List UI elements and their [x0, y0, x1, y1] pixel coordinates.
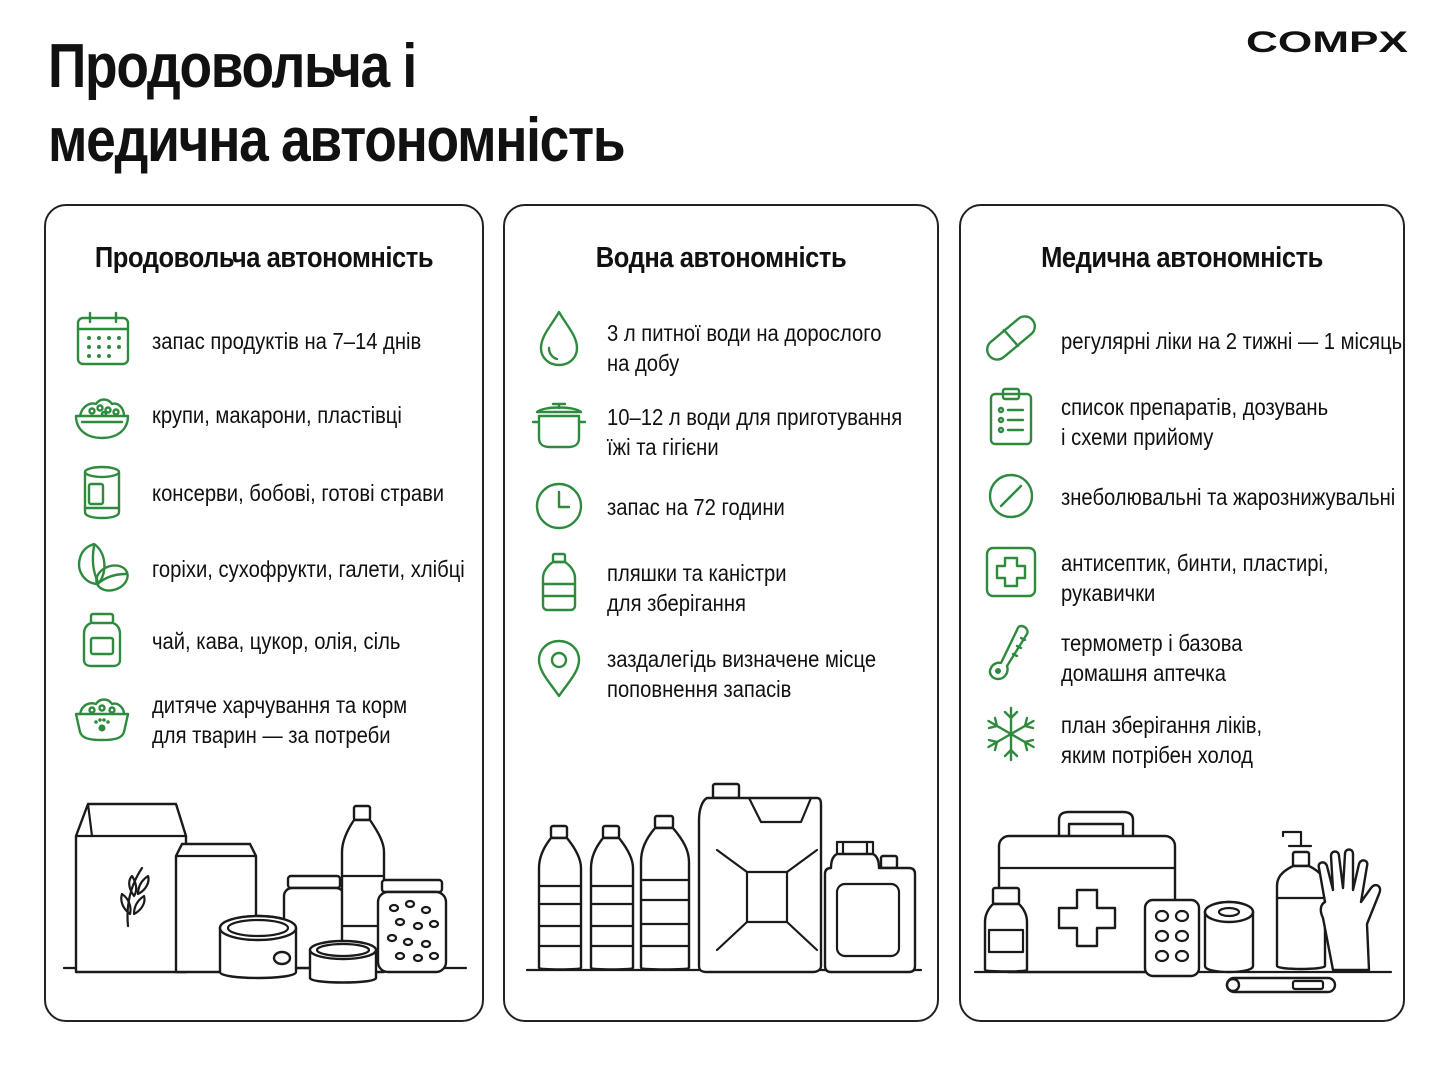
- item-text: консерви, бобові, готові страви: [152, 480, 445, 506]
- item-text: для тварин — за потреби: [152, 722, 391, 748]
- item-text: поповнення запасів: [607, 676, 792, 702]
- item-text: пляшки та каністри: [607, 560, 787, 586]
- item-text: їжі та гігієни: [607, 434, 719, 460]
- card-medical-autonomy: Медична автономність регулярні ліки на 2…: [959, 204, 1405, 1022]
- card-water-autonomy: Водна автономність 3 л питної води на до…: [503, 204, 939, 1022]
- item-text: домашня аптечка: [1061, 660, 1226, 686]
- svg-text:COMPX: COMPX: [1246, 26, 1408, 56]
- snowflake-icon: [987, 706, 1035, 762]
- item-text: 10–12 л води для приготування: [607, 404, 903, 430]
- item-text: антисептик, бинти, пластирі,: [1061, 550, 1329, 576]
- item-text: запас на 72 години: [607, 494, 785, 520]
- item-text: термометр і базова: [1061, 630, 1243, 656]
- canned-food-icon: [83, 465, 121, 520]
- card-title: Водна автономність: [595, 242, 847, 274]
- water-containers-illustration: [525, 782, 923, 974]
- page-title-line-2: медична автономність: [48, 106, 626, 175]
- item-text: знеболювальні та жарознижувальні: [1061, 484, 1396, 510]
- item-text: запас продуктів на 7–14 днів: [152, 328, 422, 354]
- item-text: 3 л питної води на дорослого: [607, 320, 882, 346]
- page-title-line-1: Продовольча і: [48, 32, 417, 101]
- thermometer-icon: [988, 624, 1029, 681]
- clock-icon: [535, 482, 583, 530]
- card-title: Продовольча автономність: [94, 242, 434, 274]
- item-text: заздалегідь визначене місце: [607, 646, 877, 672]
- pet-food-bowl-icon: [74, 698, 130, 742]
- item-text: регулярні ліки на 2 тижні — 1 місяць: [1061, 328, 1403, 354]
- tablet-icon: [988, 473, 1034, 519]
- location-pin-icon: [537, 639, 581, 698]
- item-text: список препаратів, дозувань: [1061, 394, 1329, 420]
- item-text: дитяче харчування та корм: [152, 692, 408, 718]
- item-text: крупи, макарони, пластівці: [152, 402, 402, 428]
- card-food-autonomy: Продовольча автономність запас продуктів…: [44, 204, 484, 1022]
- item-text: чай, кава, цукор, олія, сіль: [152, 628, 401, 654]
- item-text: і схеми прийому: [1061, 424, 1214, 450]
- clipboard-list-icon: [989, 387, 1033, 446]
- nuts-icon: [77, 542, 129, 592]
- item-text: на добу: [607, 350, 680, 376]
- cooking-pot-icon: [531, 402, 587, 449]
- jar-icon: [82, 612, 122, 668]
- bowl-grains-icon: [74, 398, 130, 440]
- calendar-icon: [76, 311, 130, 366]
- page-title: Продовольча і медична автономність: [48, 30, 822, 178]
- bottle-icon: [541, 552, 577, 612]
- first-aid-cross-icon: [985, 546, 1037, 598]
- card-title: Медична автономність: [1041, 242, 1323, 274]
- item-text: план зберігання ліків,: [1061, 712, 1263, 738]
- item-text: для зберігання: [607, 590, 746, 616]
- compx-logo: COMPX: [1246, 26, 1408, 56]
- item-text: яким потрібен холод: [1061, 742, 1253, 768]
- food-supplies-illustration: [62, 802, 468, 984]
- water-drop-icon: [539, 310, 579, 367]
- item-text: рукавички: [1061, 580, 1156, 606]
- pill-capsule-icon: [986, 315, 1036, 361]
- first-aid-kit-illustration: [973, 810, 1393, 994]
- item-text: горіхи, сухофрукти, галети, хлібці: [152, 556, 465, 582]
